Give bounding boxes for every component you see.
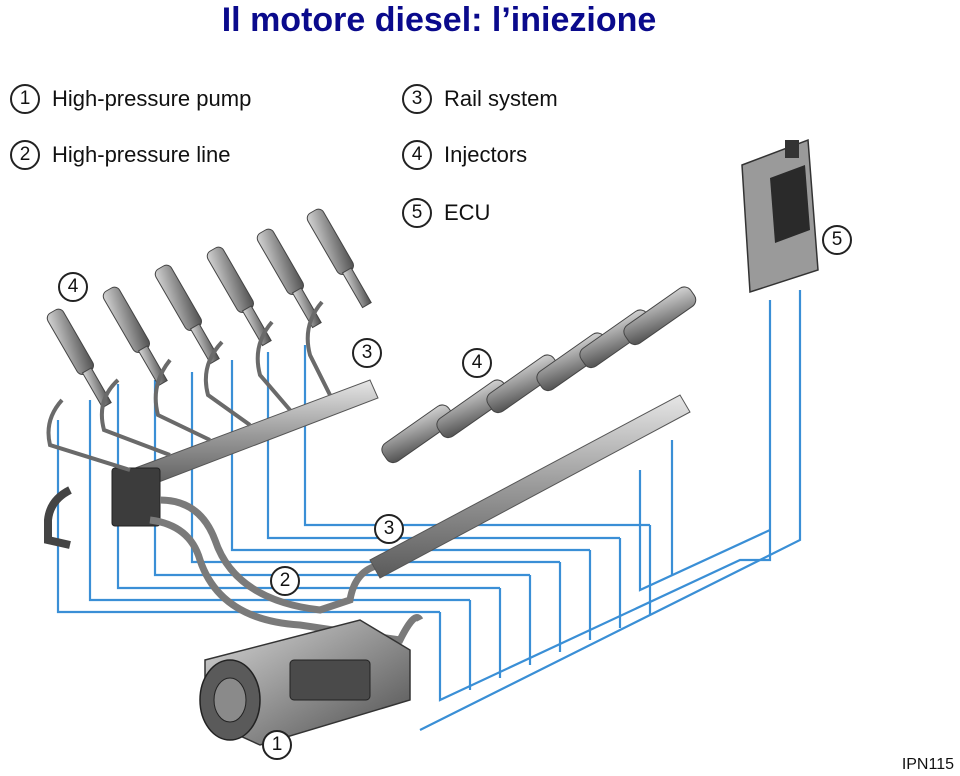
right-injectors <box>381 286 697 464</box>
legend-item-ecu: 5 ECU <box>402 196 490 230</box>
left-rail <box>44 379 379 549</box>
high-pressure-line <box>149 496 424 644</box>
legend-label: High-pressure pump <box>52 86 252 111</box>
legend-item-injectors: 4 Injectors <box>402 138 527 172</box>
legend-number: 5 <box>402 198 432 228</box>
callout-rail-right: 3 <box>374 514 404 544</box>
legend-item-pump: 1 High-pressure pump <box>10 82 251 116</box>
legend-label: ECU <box>444 200 491 225</box>
callout-injectors-left: 4 <box>58 272 88 302</box>
legend-label: Injectors <box>444 142 528 167</box>
left-injector-lines <box>46 300 332 472</box>
slide-title: Il motore diesel: l’iniezione <box>221 1 657 39</box>
legend-item-line: 2 High-pressure line <box>10 138 231 172</box>
legend-number: 2 <box>10 140 40 170</box>
high-pressure-pump <box>199 619 411 746</box>
legend-label: High-pressure line <box>52 142 231 167</box>
legend-number: 3 <box>402 84 432 114</box>
right-rail <box>369 394 691 579</box>
ecu-wiring <box>56 290 802 731</box>
legend-number: 1 <box>10 84 40 114</box>
ecu-unit <box>741 138 819 294</box>
callout-rail-left: 3 <box>352 338 382 368</box>
callout-line: 2 <box>270 566 300 596</box>
legend-number: 4 <box>402 140 432 170</box>
slide-code: IPN115 <box>901 756 954 773</box>
legend-label: Rail system <box>444 86 558 111</box>
legend-item-rail: 3 Rail system <box>402 82 558 116</box>
callout-ecu: 5 <box>822 225 852 255</box>
left-injectors <box>46 208 372 409</box>
callout-injectors-right: 4 <box>462 348 492 378</box>
callout-pump: 1 <box>262 730 292 760</box>
